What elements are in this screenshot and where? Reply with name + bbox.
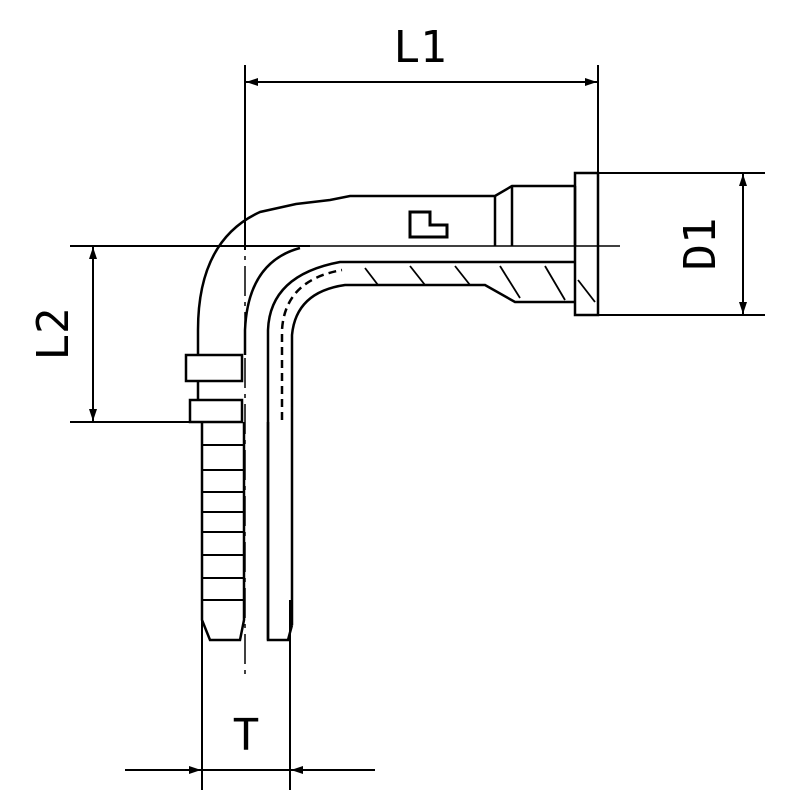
fitting-body [184,82,620,680]
hose-tail-inner [266,422,294,642]
outer-bend-contour [196,184,575,355]
bore-upper-line [266,260,598,640]
l1-label: L1 [394,22,447,73]
collar-upper [184,353,244,383]
dimension-t: T [125,600,375,790]
d1-label: D1 [675,218,726,271]
dimension-l2: L2 [28,245,310,423]
dimension-d1: D1 [598,172,765,316]
t-label: T [233,710,260,761]
nut-body [573,171,600,317]
collar-lower [188,398,244,424]
dimension-l1: L1 [244,22,599,250]
hose-tail-outer [200,422,246,642]
bore-lower-line [290,283,575,625]
hidden-wall [280,268,343,420]
hose-tail-barbs [202,444,244,601]
weld-symbol-icon [408,210,449,239]
section-hatching [364,265,596,303]
l2-label: L2 [28,308,79,361]
